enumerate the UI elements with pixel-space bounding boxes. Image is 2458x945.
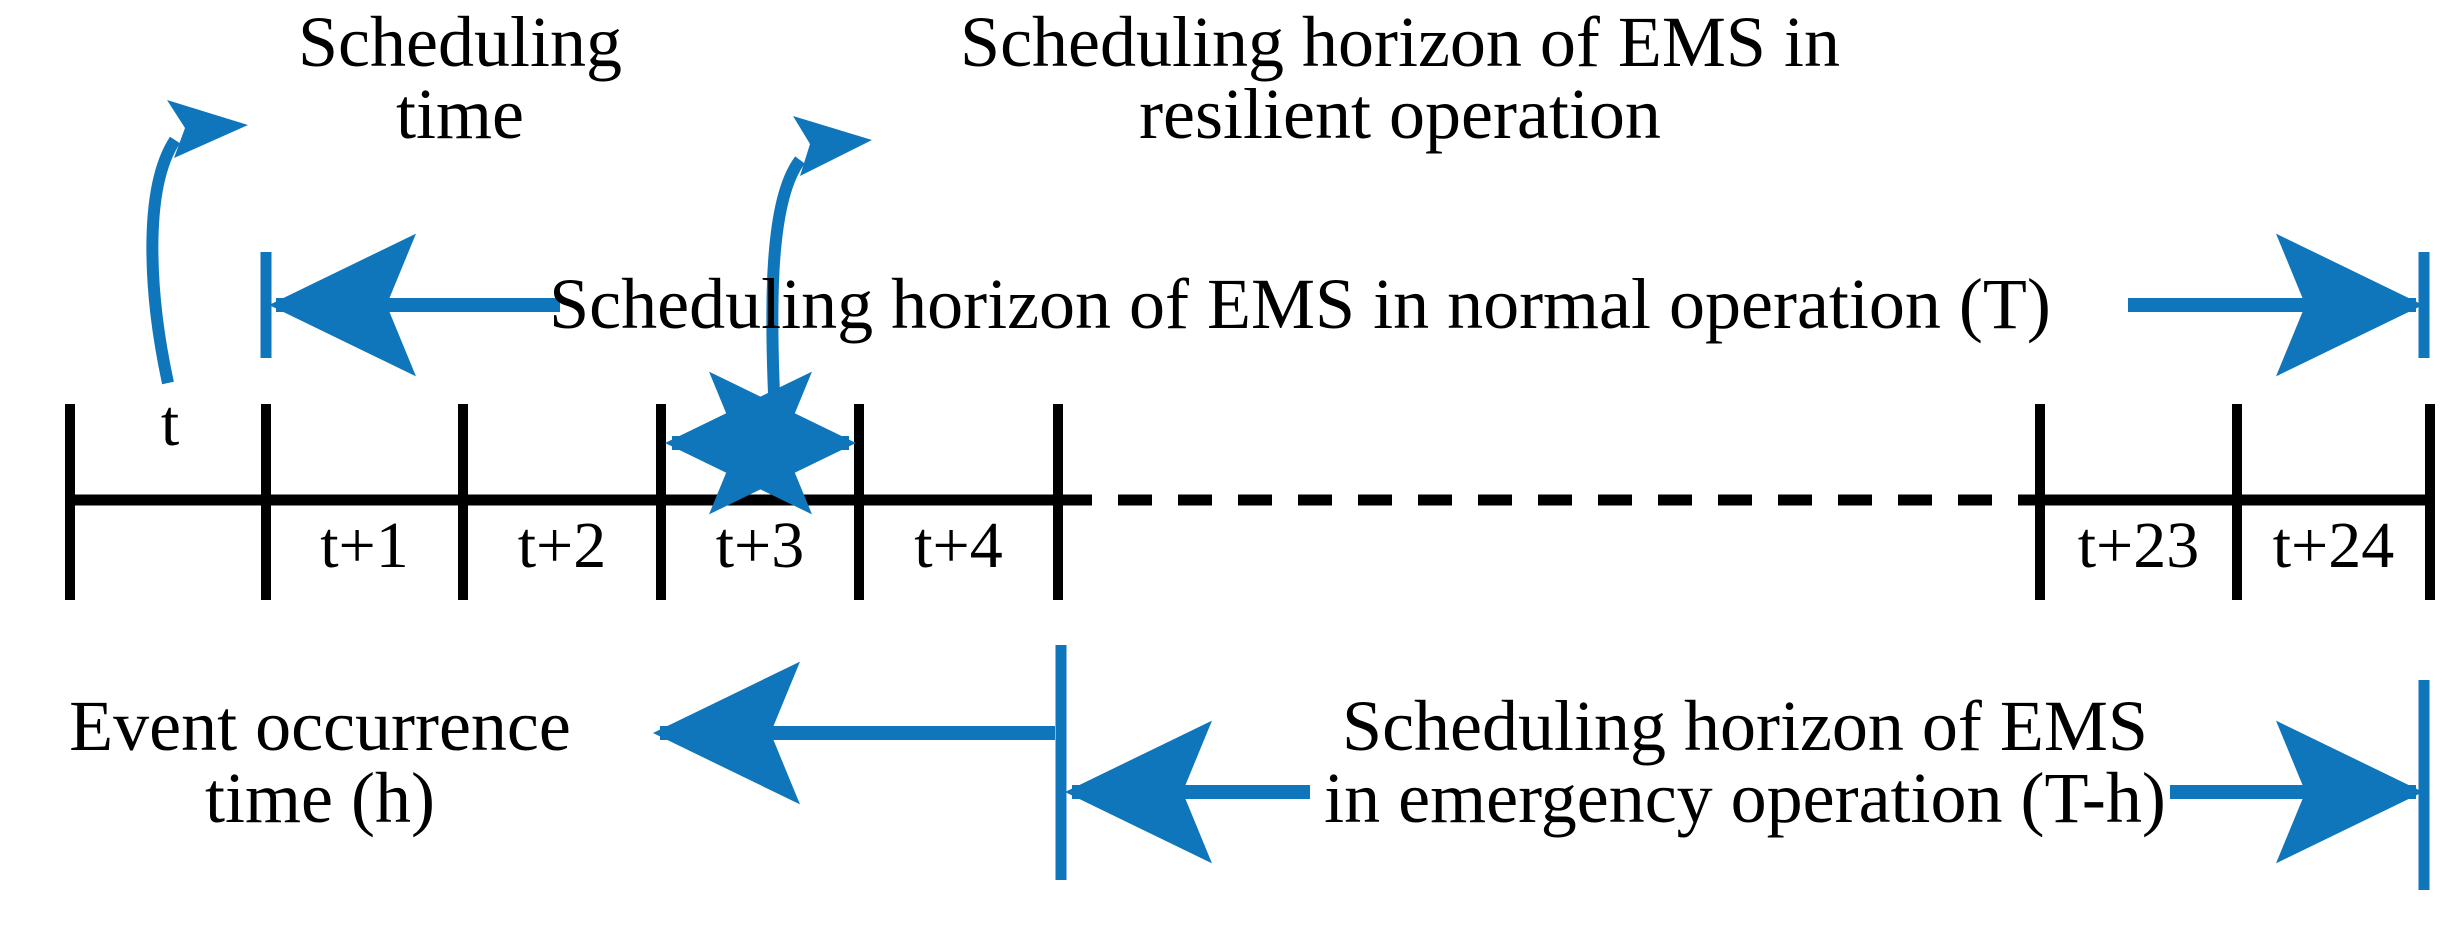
resilient-operation-label-line1: Scheduling horizon of EMS in bbox=[960, 2, 1840, 82]
timeline-cell-label-t3: t+3 bbox=[715, 509, 805, 582]
timeline-cell-label-t23: t+23 bbox=[2077, 509, 2200, 582]
normal-operation-label: Scheduling horizon of EMS in normal oper… bbox=[549, 264, 2051, 344]
timeline-cell-label-t4: t+4 bbox=[914, 509, 1003, 582]
current-time-marker: t bbox=[160, 387, 180, 460]
event-occurrence-label-line1: Event occurrence bbox=[69, 686, 571, 766]
scheduling-time-arrowhead bbox=[167, 100, 248, 158]
emergency-operation-span bbox=[1065, 680, 2430, 890]
scheduling-time-label-line2: time bbox=[396, 74, 524, 154]
scheduling-time-label-line1: Scheduling bbox=[298, 2, 622, 82]
event-occurrence-label-line2: time (h) bbox=[205, 758, 435, 838]
timeline-cell-label-t24: t+24 bbox=[2272, 509, 2395, 582]
emergency-operation-label-line2: in emergency operation (T-h) bbox=[1324, 758, 2166, 838]
scheduling-time-leader bbox=[146, 100, 248, 385]
timeline-cell-label-t2: t+2 bbox=[517, 509, 607, 582]
resilient-leader-arrowhead bbox=[793, 116, 872, 176]
emergency-operation-label-line1: Scheduling horizon of EMS bbox=[1342, 686, 2148, 766]
resilient-operation-label-line2: resilient operation bbox=[1139, 74, 1661, 154]
resilient-leader-curve bbox=[766, 156, 805, 456]
normal-operation-span bbox=[260, 233, 2430, 377]
resilient-operation-span bbox=[665, 116, 872, 515]
scheduling-time-curve bbox=[146, 136, 181, 385]
timeline-ticks bbox=[65, 404, 2435, 600]
timeline-cell-label-t1: t+1 bbox=[320, 509, 409, 582]
event-occurrence-marker bbox=[653, 645, 1067, 880]
